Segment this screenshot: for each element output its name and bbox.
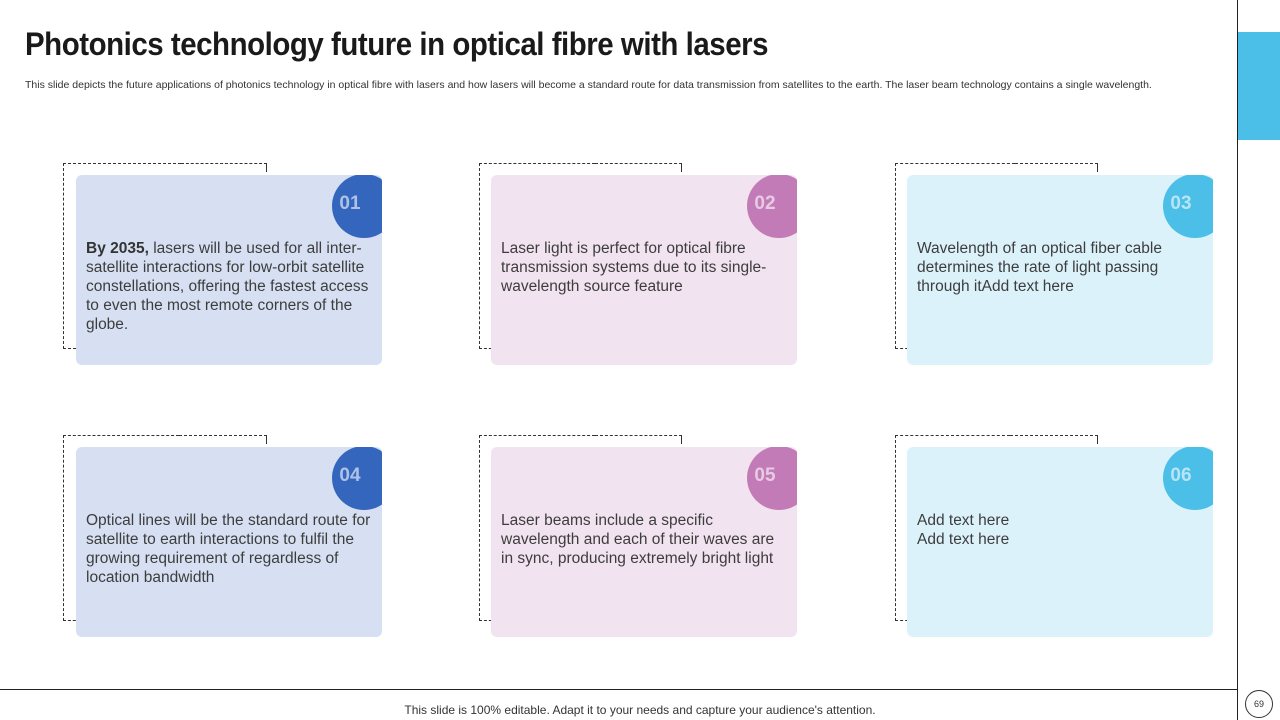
dashed-frame-top — [179, 435, 267, 436]
slide-subtitle: This slide depicts the future applicatio… — [25, 79, 1152, 91]
card-01: 01 By 2035, lasers will be used for all … — [76, 175, 382, 365]
footer-divider-line — [0, 689, 1238, 690]
dashed-frame-tick — [266, 163, 267, 172]
dashed-frame-tick — [1097, 163, 1098, 172]
accent-tab — [1238, 32, 1280, 140]
card-text-line: Add text here — [917, 512, 1010, 529]
dashed-frame-top — [181, 163, 267, 164]
dashed-frame-top — [1015, 163, 1098, 164]
dashed-frame-top — [595, 163, 682, 164]
card-02: 02 Laser light is perfect for optical fi… — [491, 175, 797, 365]
card-text-body: lasers will be used for all inter-satell… — [86, 240, 369, 333]
card-text: Laser light is perfect for optical fibre… — [501, 240, 767, 295]
dashed-frame-tick — [681, 163, 682, 172]
number-badge: 04 — [332, 447, 382, 510]
card-text: Laser beams include a specific wavelengt… — [501, 512, 775, 567]
footer-note: This slide is 100% editable. Adapt it to… — [404, 703, 876, 717]
card-05: 05 Laser beams include a specific wavele… — [491, 447, 797, 637]
card-text: Wavelength of an optical fiber cable det… — [917, 240, 1162, 295]
number-badge: 06 — [1163, 447, 1213, 510]
page-number-badge: 69 — [1245, 690, 1273, 718]
card-06: 06 Add text here Add text here — [907, 447, 1213, 637]
card-text: By 2035, lasers will be used for all int… — [86, 239, 372, 334]
number-badge: 05 — [747, 447, 797, 510]
dashed-frame-tick — [266, 435, 267, 444]
card-03: 03 Wavelength of an optical fiber cable … — [907, 175, 1213, 365]
number-badge: 03 — [1163, 175, 1213, 238]
card-text: Optical lines will be the standard route… — [86, 512, 371, 586]
dashed-frame-tick — [1097, 435, 1098, 444]
slide-title: Photonics technology future in optical f… — [25, 26, 769, 62]
dashed-frame-tick — [681, 435, 682, 444]
number-badge: 01 — [332, 175, 382, 238]
dashed-frame-top — [1010, 435, 1098, 436]
card-04: 04 Optical lines will be the standard ro… — [76, 447, 382, 637]
right-divider-line — [1237, 0, 1238, 720]
dashed-frame-top — [595, 435, 682, 436]
number-badge: 02 — [747, 175, 797, 238]
card-text-line: Add text here — [917, 531, 1010, 548]
card-text-lead: By 2035, — [86, 240, 149, 257]
card-text: Add text here Add text here — [917, 511, 1203, 549]
